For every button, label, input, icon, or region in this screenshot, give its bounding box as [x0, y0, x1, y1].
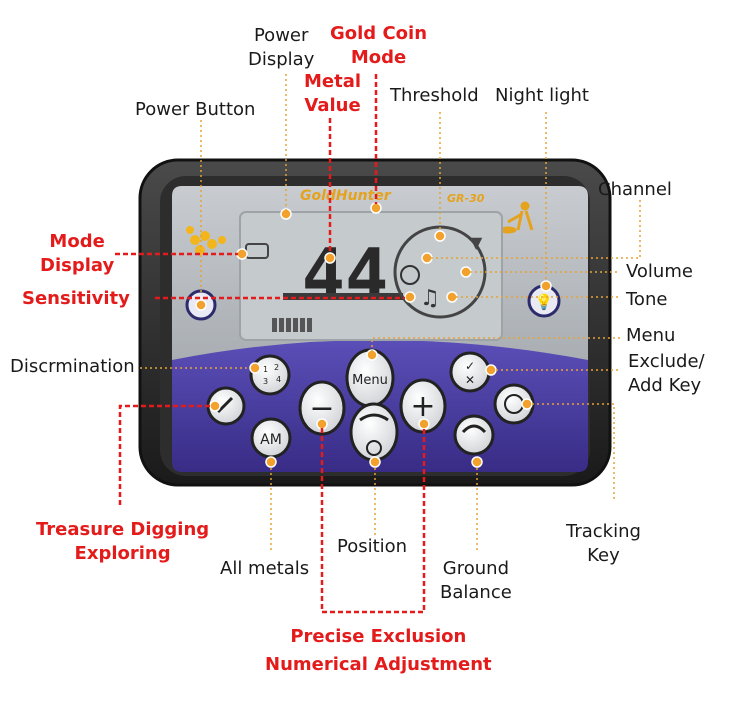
label-tracking-key: Tracking Key	[566, 520, 641, 568]
label-metal-value-line2: Value	[304, 95, 361, 116]
bulb-icon: 💡	[535, 293, 554, 311]
label-volume: Volume	[626, 261, 693, 282]
label-treasure-digging: Treasure Digging Exploring	[36, 518, 209, 566]
label-tracking-key-line1: Tracking	[566, 521, 641, 542]
all-metals-button-label: AM	[260, 432, 282, 448]
disc-digit-4: 4	[276, 375, 281, 384]
model-label: GR-30	[447, 192, 485, 205]
detectorist-icon	[499, 201, 534, 234]
all-metals-button[interactable]: AM	[250, 417, 292, 459]
tone-note-icon: ♫	[420, 286, 440, 311]
label-sensitivity: Sensitivity	[22, 288, 130, 309]
label-metal-value: Metal Value	[304, 70, 361, 118]
ground-balance-button[interactable]	[453, 414, 495, 456]
label-all-metals: All metals	[220, 558, 310, 579]
label-power-display: Power Display	[248, 24, 314, 72]
brand-logo: GoldHunter	[300, 188, 392, 204]
label-power-display-line2: Display	[248, 49, 315, 70]
shovel-icon	[216, 396, 234, 414]
label-ground-balance-line2: Balance	[440, 582, 512, 603]
label-precise-exclusion-line2: Numerical Adjustment	[265, 654, 492, 675]
label-gold-coin-mode: Gold Coin Mode	[330, 22, 427, 70]
label-menu: Menu	[626, 325, 676, 346]
label-channel: Channel	[598, 179, 672, 200]
label-exclude-add-key: Exclude/ Add Key	[628, 350, 705, 398]
label-treasure-digging-line2: Exploring	[74, 543, 171, 564]
label-precise-exclusion: Precise Exclusion Numerical Adjustment	[265, 625, 492, 677]
ground-coil-icon	[461, 424, 487, 434]
discrimination-button[interactable]: 1 2 3 4	[249, 354, 291, 396]
threshold-icon	[400, 265, 420, 285]
label-discrimination: Discrmination	[10, 356, 135, 377]
gold-coins-icon	[186, 226, 226, 255]
check-icon: ✓	[465, 359, 475, 373]
sensitivity-bar	[283, 293, 403, 300]
label-ground-balance: Ground Balance	[440, 557, 512, 605]
label-position: Position	[337, 536, 408, 557]
label-ground-balance-line1: Ground	[442, 558, 509, 579]
crosshair-icon	[366, 440, 382, 456]
coil-icon	[359, 413, 389, 422]
disc-digit-2: 2	[274, 363, 279, 372]
power-bargraph	[272, 318, 312, 332]
disc-digit-3: 3	[263, 377, 268, 386]
metal-value-digits: 44	[302, 233, 389, 317]
label-metal-value-line1: Metal	[304, 71, 362, 92]
label-mode-display: Mode Display	[40, 230, 114, 278]
cross-icon: ✕	[465, 373, 475, 387]
menu-button-label: Menu	[352, 373, 388, 388]
label-mode-display-line2: Display	[40, 255, 115, 276]
disc-digit-1: 1	[263, 365, 268, 374]
red-leader-lines	[115, 74, 426, 614]
minus-button[interactable]: −	[298, 380, 346, 436]
label-tone: Tone	[626, 289, 668, 310]
label-precise-exclusion-line1: Precise Exclusion	[290, 626, 467, 647]
label-tracking-key-line2: Key	[587, 545, 620, 566]
position-button[interactable]	[349, 402, 399, 462]
label-power-display-line1: Power	[253, 25, 309, 46]
plus-button[interactable]: +	[399, 378, 447, 434]
label-gold-coin-mode-line2: Mode	[350, 47, 407, 68]
label-threshold: Threshold	[390, 85, 479, 106]
plus-glyph: +	[410, 389, 435, 424]
lcd-screen	[239, 211, 503, 341]
label-exclude-add-key-line2: Add Key	[628, 375, 702, 396]
exclude-add-key-button[interactable]: ✓ ✕	[449, 351, 491, 393]
label-night-light: Night light	[495, 85, 589, 106]
label-power-button: Power Button	[135, 99, 256, 120]
label-gold-coin-mode-line1: Gold Coin	[330, 23, 428, 44]
volume-glyph: ▼	[470, 233, 483, 252]
label-treasure-digging-line1: Treasure Digging	[36, 519, 210, 540]
label-exclude-add-key-line1: Exclude/	[628, 351, 705, 372]
label-mode-display-line1: Mode	[49, 231, 105, 252]
gold-leader-lines	[140, 74, 641, 552]
